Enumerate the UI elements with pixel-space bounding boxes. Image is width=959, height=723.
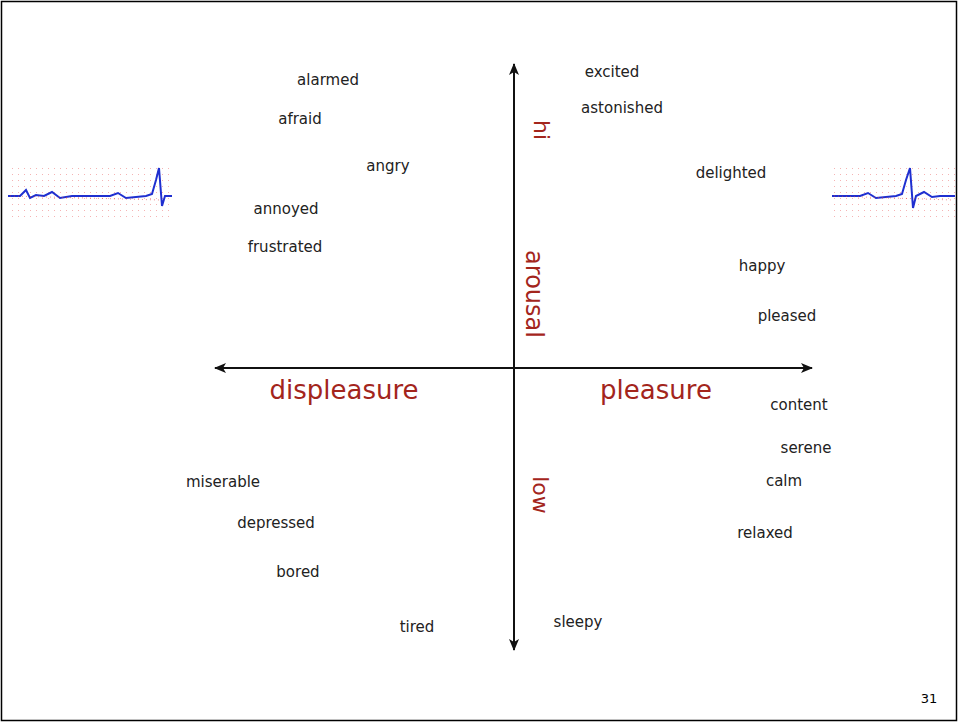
ecg-trace-right — [832, 168, 955, 220]
emotion-word: relaxed — [737, 526, 793, 541]
axis-label: pleasure — [600, 377, 712, 403]
emotion-word: depressed — [237, 516, 315, 531]
emotion-word: pleased — [758, 309, 817, 324]
emotion-word: angry — [366, 159, 409, 174]
axis-label: hi — [530, 120, 552, 140]
axis-label: low — [529, 476, 551, 514]
emotion-word: tired — [400, 620, 435, 635]
arousal-axis — [513, 64, 515, 650]
emotion-word: alarmed — [297, 73, 359, 88]
emotion-word: excited — [585, 65, 640, 80]
emotion-word: astonished — [581, 101, 663, 116]
emotion-word: bored — [276, 565, 319, 580]
emotion-word: annoyed — [253, 202, 318, 217]
emotion-word: afraid — [278, 112, 322, 127]
emotion-word: serene — [781, 441, 832, 456]
emotion-word: frustrated — [248, 240, 323, 255]
ecg-trace-left — [8, 168, 172, 220]
emotion-word: miserable — [186, 475, 260, 490]
emotion-word: calm — [766, 474, 802, 489]
emotion-word: happy — [739, 259, 786, 274]
emotion-word: sleepy — [554, 615, 603, 630]
emotion-word: delighted — [696, 166, 767, 181]
axis-label: arousal — [522, 250, 546, 338]
emotion-word: content — [770, 398, 827, 413]
axis-label: displeasure — [269, 377, 418, 403]
page-number: 31 — [921, 692, 938, 705]
